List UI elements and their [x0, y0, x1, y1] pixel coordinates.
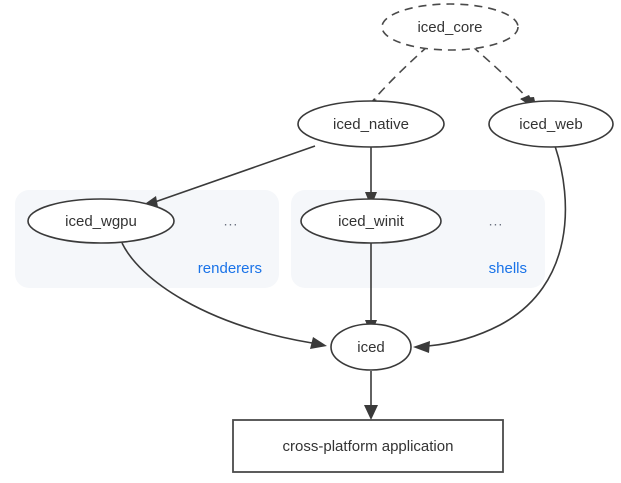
edge-iced-web-to-iced [413, 145, 567, 353]
cluster-shells-label: shells [489, 260, 527, 277]
cluster-renderers-ellipsis: ... [224, 213, 239, 229]
node-iced-wgpu[interactable]: iced_wgpu [27, 198, 175, 244]
node-iced-core-label: iced_core [417, 19, 482, 36]
node-cross-platform-application-label: cross-platform application [283, 438, 454, 455]
cluster-renderers-label: renderers [198, 260, 262, 277]
node-iced-winit-shape[interactable] [300, 198, 442, 244]
node-iced-web-label: iced_web [519, 116, 582, 133]
node-iced-shape[interactable] [330, 323, 412, 371]
node-cross-platform-application[interactable]: cross-platform application [232, 419, 504, 473]
node-iced-label: iced [357, 339, 385, 356]
node-iced-web-shape[interactable] [488, 100, 614, 148]
node-iced-winit-label: iced_winit [338, 213, 405, 230]
edge-iced-wgpu-to-iced [121, 242, 327, 349]
node-iced-native-shape[interactable] [297, 100, 445, 148]
node-cross-platform-application-shape[interactable] [232, 419, 504, 473]
node-iced-winit[interactable]: iced_winit [300, 198, 442, 244]
edge-iced-to-application [364, 371, 378, 420]
node-iced-wgpu-shape[interactable] [27, 198, 175, 244]
node-iced-native-label: iced_native [333, 116, 409, 133]
edge-iced-core-to-iced-web [471, 45, 537, 110]
node-iced-web[interactable]: iced_web [488, 100, 614, 148]
node-iced-core-shape[interactable] [381, 3, 519, 51]
node-iced[interactable]: iced [330, 323, 412, 371]
node-iced-native[interactable]: iced_native [297, 100, 445, 148]
cluster-shells-ellipsis: ... [489, 213, 504, 229]
node-iced-core[interactable]: iced_core [381, 3, 519, 51]
node-iced-wgpu-label: iced_wgpu [65, 213, 137, 230]
